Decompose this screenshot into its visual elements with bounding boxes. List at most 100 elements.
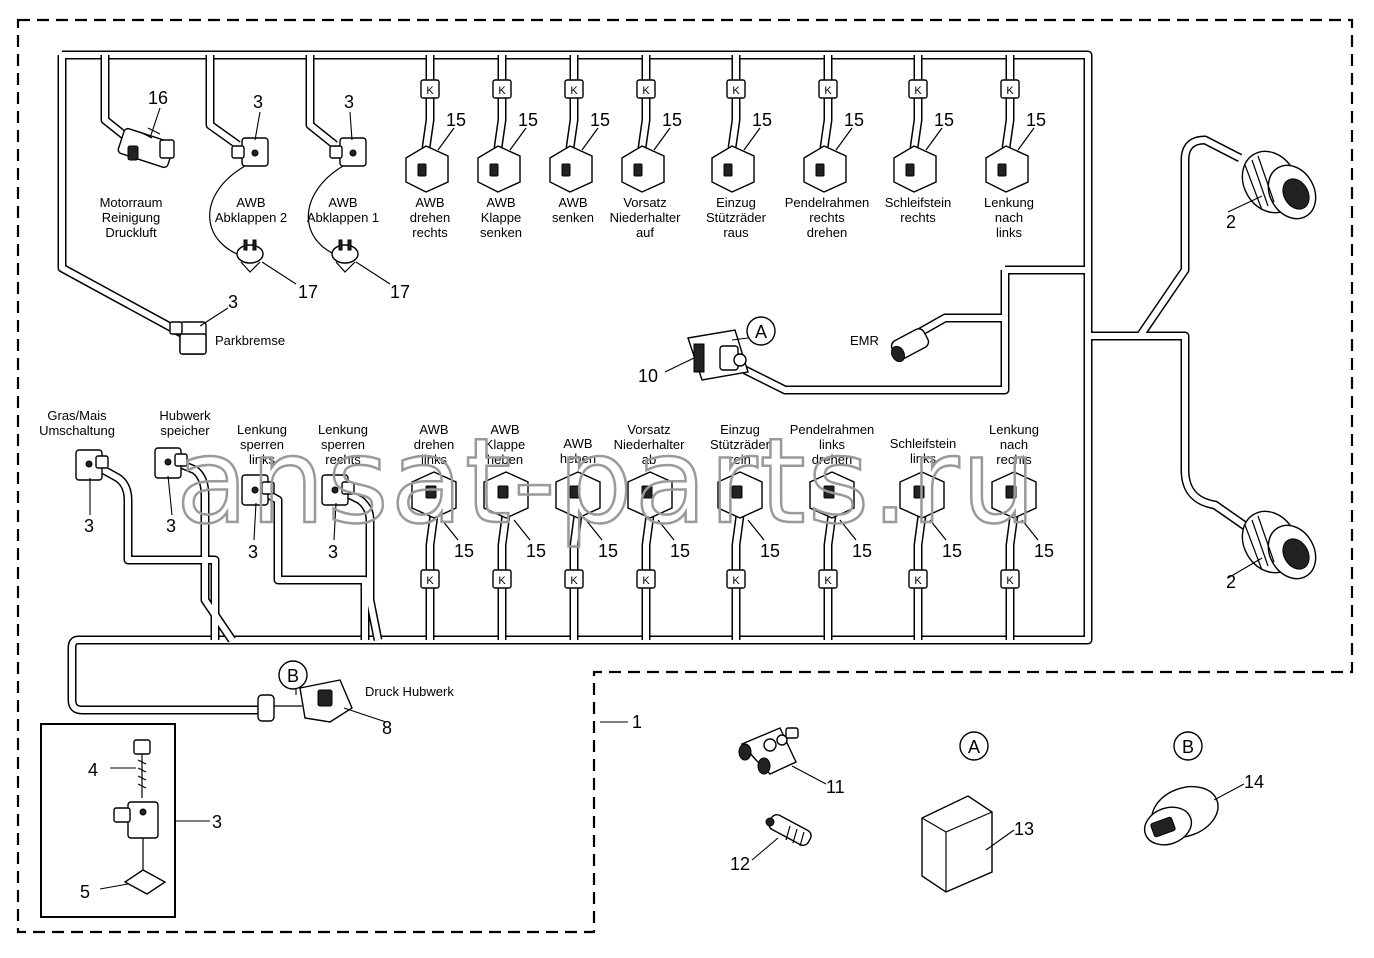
label-einzug-stuetzraeder-rein-line-3: rein (729, 452, 751, 467)
label-schleifstein-rechts-line-1: Schleifstein (885, 195, 951, 210)
valve-marker-bottom-6: K (824, 575, 832, 587)
valve-marker-top-7: K (914, 85, 922, 97)
label-awb-drehen-rechts-line-2: drehen (410, 210, 450, 225)
label-lenkung-sperren-links-line-3: links (249, 452, 276, 467)
part-number-3-kit: 3 (212, 812, 222, 832)
label-einzug-stuetzraeder-raus-line-2: Stützräder (706, 210, 767, 225)
callout-a-circle-bottom (959, 731, 989, 761)
valve-connector-15-top-3: K 15 (549, 55, 610, 193)
part-number-15-bottom-7: 15 (942, 541, 962, 561)
label-lenkung-nach-links-line-2: nach (995, 210, 1023, 225)
part-number-16: 16 (148, 88, 168, 108)
label-vorsatz-niederhalter-auf-line-2: Niederhalter (610, 210, 681, 225)
label-vorsatz-niederhalter-ab-line-2: Niederhalter (614, 437, 685, 452)
label-vorsatz-niederhalter-auf-line-3: auf (636, 225, 654, 240)
part-number-3-hubwerk-speicher: 3 (166, 516, 176, 536)
callout-a-circle-top (746, 316, 776, 346)
valve-marker-top-1: K (426, 85, 434, 97)
round-connector-2-top (1241, 150, 1317, 220)
label-emr: EMR (850, 333, 879, 348)
part-number-12: 12 (730, 854, 750, 874)
callouts: A B A B (278, 316, 1203, 761)
part-number-15-top-4: 15 (662, 110, 682, 130)
part-number-8: 8 (382, 718, 392, 738)
label-schleifstein-rechts-line-2: rechts (900, 210, 936, 225)
label-awb-drehen-links-line-2: drehen (414, 437, 454, 452)
label-lenkung-sperren-rechts-line-3: rechts (325, 452, 361, 467)
top-branches (100, 55, 338, 149)
label-schleifstein-links-line-1: Schleifstein (890, 436, 956, 451)
valve-connector-15-top-2: K15 (477, 55, 538, 193)
part-number-3-abklappen-2: 3 (253, 92, 263, 112)
label-awb-drehen-rechts-line-1: AWB (415, 195, 444, 210)
multi-connector-10 (687, 329, 749, 381)
callout-a-top: A (755, 322, 767, 342)
part-number-15-top-7: 15 (934, 110, 954, 130)
valve-connector-15-bottom-1: K15 (411, 471, 474, 640)
part-number-15-bottom-5: 15 (760, 541, 780, 561)
label-awb-senken-line-1: AWB (558, 195, 587, 210)
part-number-15-top-3: 15 (590, 110, 610, 130)
part-number-4: 4 (88, 760, 98, 780)
valve-marker-bottom-5: K (732, 575, 740, 587)
sensor-14 (1143, 785, 1219, 846)
label-awb-abklappen-2-line-1: AWB (236, 195, 265, 210)
label-lenkung-nach-rechts-line-3: rechts (996, 452, 1032, 467)
valve-plug-3-parkbremse (169, 321, 207, 355)
label-lenkung-sperren-links-line-2: sperren (240, 437, 284, 452)
leader-lines (89, 107, 1263, 890)
valve-marker-top-3: K (570, 85, 578, 97)
label-pendelrahmen-links-drehen-line-1: Pendelrahmen (790, 422, 875, 437)
label-pendelrahmen-links-drehen-line-2: links (819, 437, 846, 452)
label-pendelrahmen-links-drehen-line-3: drehen (812, 452, 852, 467)
valve-connector-15-bottom-5: K 15 (717, 471, 780, 640)
part-number-1: 1 (632, 712, 642, 732)
label-gras-mais-umschaltung-line-1: Gras/Mais (47, 408, 107, 423)
label-vorsatz-niederhalter-ab-line-1: Vorsatz (627, 422, 670, 437)
valve-marker-bottom-3: K (570, 575, 578, 587)
label-lenkung-sperren-links-line-1: Lenkung (237, 422, 287, 437)
label-awb-klappe-heben-line-2: Klappe (485, 437, 525, 452)
label-einzug-stuetzraeder-rein-line-2: Stützräder (710, 437, 771, 452)
valve-connector-15-top-8: K15 (985, 55, 1046, 193)
part-number-5: 5 (80, 882, 90, 902)
valve-plug-3-abklappen-1 (307, 137, 367, 259)
protective-cap-13 (921, 795, 993, 893)
label-lenkung-nach-links-line-1: Lenkung (984, 195, 1034, 210)
part-number-15-bottom-8: 15 (1034, 541, 1054, 561)
valve-marker-top-2: K (498, 85, 506, 97)
valve-connector-15-top-4: K 15 (621, 55, 682, 193)
valve-marker-bottom-4: K (642, 575, 650, 587)
t-adapter-11 (738, 727, 799, 775)
label-awb-klappe-senken-line-2: Klappe (481, 210, 521, 225)
emr-sensor (890, 328, 930, 363)
label-einzug-stuetzraeder-raus-line-3: raus (723, 225, 749, 240)
label-awb-drehen-links-line-1: AWB (419, 422, 448, 437)
valve-plug-3-gras-mais (75, 449, 109, 481)
valve-plug-3-sperren-links (241, 474, 275, 506)
callout-b-left: B (287, 666, 299, 686)
valve-connector-15-bottom-6: K15 (809, 471, 872, 640)
part-number-17-right: 17 (390, 282, 410, 302)
part-number-11: 11 (826, 777, 845, 797)
valve-marker-top-4: K (642, 85, 650, 97)
valve-marker-top-8: K (1006, 85, 1014, 97)
valve-marker-top-6: K (824, 85, 832, 97)
